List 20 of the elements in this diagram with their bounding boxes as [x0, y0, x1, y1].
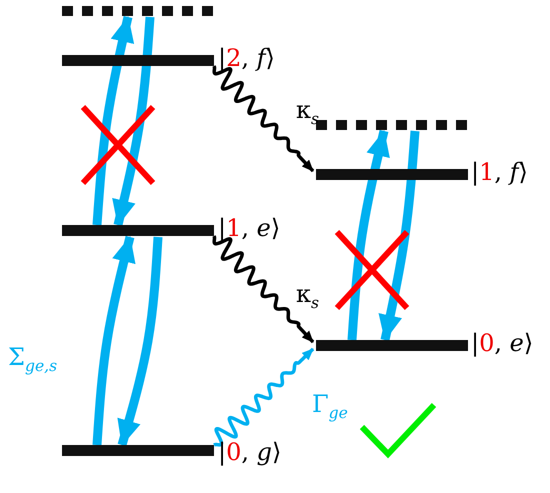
transition-arrow	[92, 16, 134, 226]
rate-label: κ$_{s}$	[296, 282, 320, 312]
transition-arrow	[348, 130, 390, 340]
coupling-label: Σ$_{ge,s}$	[8, 345, 58, 374]
energy-level-bar	[316, 340, 468, 351]
rate-label: Γ$_{ge}$	[312, 392, 348, 422]
energy-level-bar	[62, 445, 214, 456]
rate-label: κ$_{s}$	[296, 98, 320, 128]
transition-arrow	[92, 236, 136, 446]
wavy-decay-arrow	[212, 347, 315, 447]
wavy-decay-arrow	[212, 234, 315, 344]
state-label: |0, e⟩	[471, 331, 534, 355]
energy-level-bar	[62, 55, 214, 66]
wavy-decay-arrow	[212, 64, 315, 173]
energy-level-bar	[316, 169, 468, 180]
energy-level-bar	[62, 225, 214, 236]
transition-arrow	[112, 16, 154, 226]
state-label: |0, g⟩	[218, 440, 282, 464]
transition-arrow	[117, 236, 162, 446]
state-label: |1, f⟩	[471, 160, 528, 184]
